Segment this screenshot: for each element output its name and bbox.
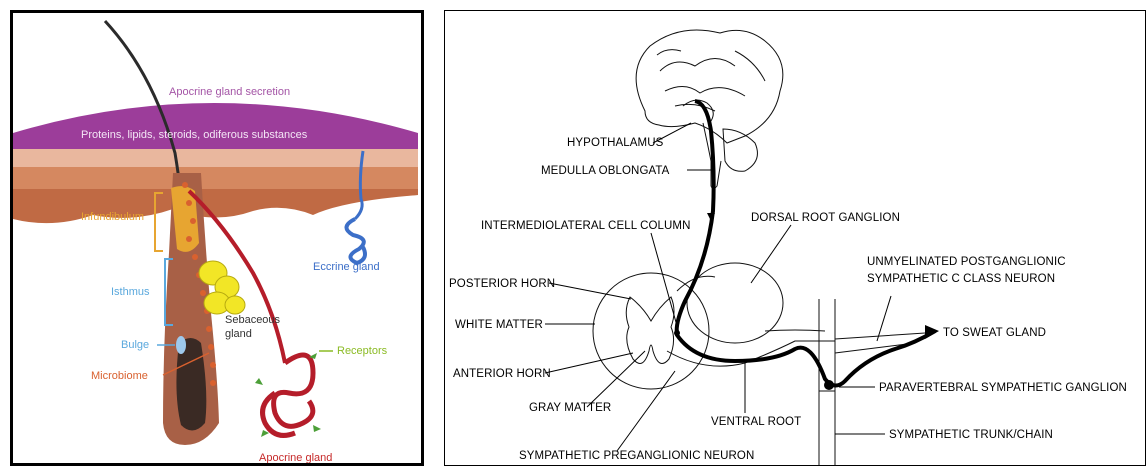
spinal-nerve-upper	[765, 330, 825, 331]
eccrine-gland-coil	[346, 219, 365, 263]
intermediolateral-dot	[674, 330, 680, 336]
sebaceous-gland-label-line2: gland	[225, 328, 252, 340]
unmyelinated-label-line2: SYMPATHETIC C CLASS NEURON	[867, 273, 1055, 285]
apocrine-gland-coil	[263, 355, 313, 435]
posterior-horn-leader	[549, 283, 631, 299]
secretion-contents-label: Proteins, lipids, steroids, odiferous su…	[81, 129, 308, 141]
sympathetic-pathway-illustration: HYPOTHALAMUS MEDULLA OBLONGATA INTERMEDI…	[445, 11, 1145, 465]
receptors-label: Receptors	[337, 345, 388, 357]
to-sweat-gland-label: TO SWEAT GLAND	[943, 327, 1046, 339]
medulla-label: MEDULLA OBLONGATA	[541, 165, 670, 177]
sympathetic-trunk-label: SYMPATHETIC TRUNK/CHAIN	[889, 429, 1053, 441]
skin-epidermis	[13, 149, 418, 168]
ventral-root-label: VENTRAL ROOT	[711, 416, 801, 428]
preganglionic-pathway	[677, 101, 935, 386]
isthmus-label: Isthmus	[111, 286, 150, 298]
infundibulum-label: Infundibulum	[81, 211, 144, 223]
to-sweat-gland-arrow	[925, 325, 939, 339]
paravertebral-label: PARAVERTEBRAL SYMPATHETIC GANGLION	[879, 382, 1127, 394]
unmyelinated-leader	[877, 296, 891, 341]
bulge-label: Bulge	[121, 339, 149, 351]
drg-label: DORSAL ROOT GANGLION	[751, 212, 900, 224]
eccrine-gland-label: Eccrine gland	[313, 261, 380, 273]
skin-gland-illustration: Apocrine gland secretion Proteins, lipid…	[13, 13, 421, 463]
bulge-region	[176, 336, 186, 354]
gray-matter-butterfly	[626, 297, 674, 364]
white-matter-label: WHITE MATTER	[455, 319, 543, 331]
iml-leader	[651, 233, 679, 333]
apocrine-secretion-label: Apocrine gland secretion	[169, 86, 290, 98]
skin-gland-diagram: Apocrine gland secretion Proteins, lipid…	[10, 10, 424, 466]
microbiome-label: Microbiome	[91, 370, 148, 382]
gray-matter-leader	[587, 351, 645, 407]
posterior-horn-label: POSTERIOR HORN	[449, 278, 555, 290]
drg-leader	[751, 225, 791, 283]
sebaceous-gland-label-line1: Sebaceous	[225, 314, 281, 326]
hypothalamus-label: HYPOTHALAMUS	[567, 137, 664, 149]
iml-label: INTERMEDIOLATERAL CELL COLUMN	[481, 220, 691, 232]
sympathetic-pathway-diagram: HYPOTHALAMUS MEDULLA OBLONGATA INTERMEDI…	[444, 10, 1146, 466]
brain-gyri	[657, 50, 765, 111]
anterior-horn-leader	[545, 353, 633, 373]
unmyelinated-label-line1: UNMYELINATED POSTGANGLIONIC	[867, 256, 1066, 268]
cerebellum	[723, 129, 757, 171]
gray-matter-label: GRAY MATTER	[529, 402, 611, 414]
paravertebral-ganglion-dot	[824, 380, 834, 390]
anterior-horn-label: ANTERIOR HORN	[453, 368, 551, 380]
apocrine-gland-label: Apocrine gland	[259, 452, 332, 463]
preganglionic-label: SYMPATHETIC PREGANGLIONIC NEURON	[519, 450, 754, 462]
secretion-layer	[13, 103, 418, 151]
